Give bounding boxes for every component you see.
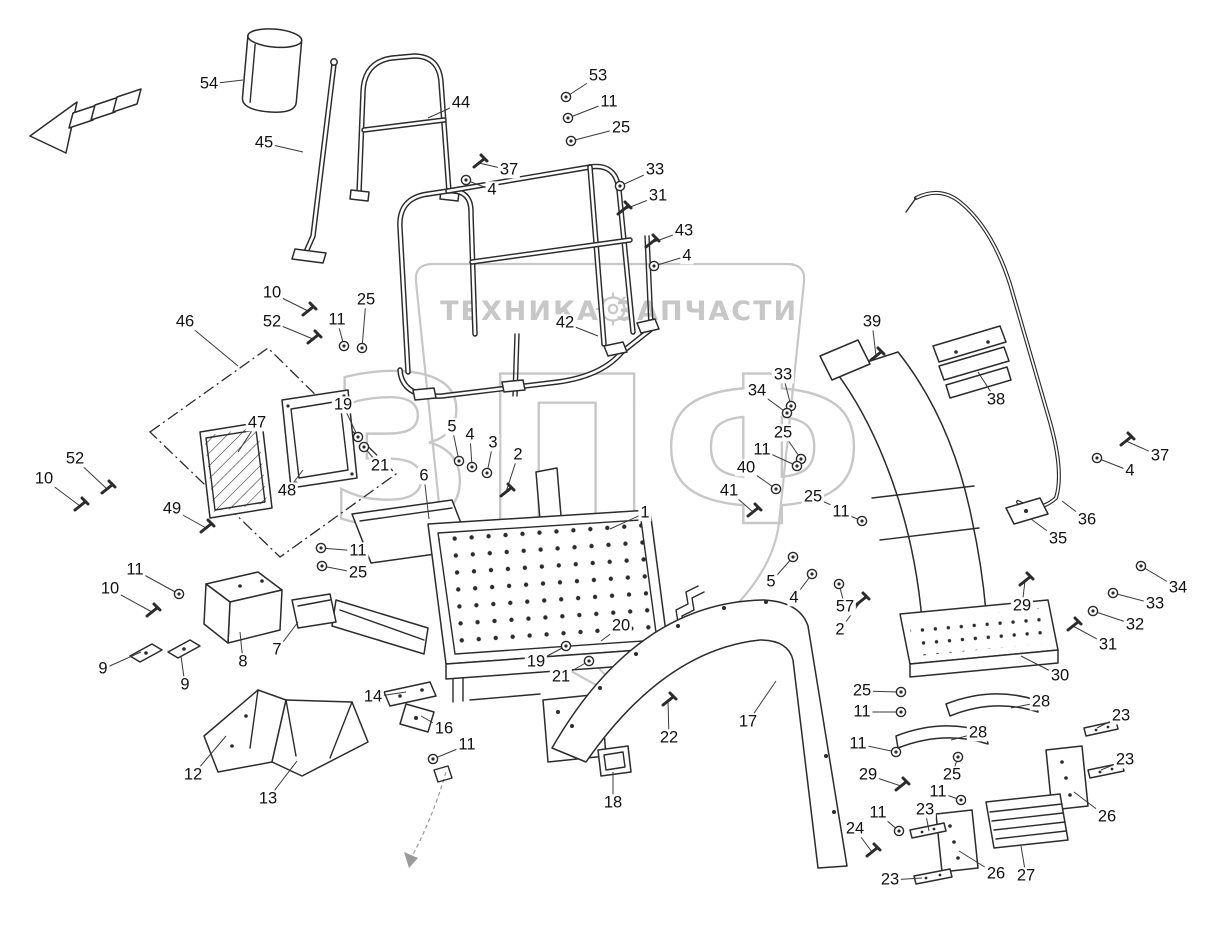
view-direction-arrow bbox=[29, 88, 142, 154]
bolt-glyph-37 bbox=[472, 157, 486, 169]
bolt-glyph-31 bbox=[616, 204, 630, 216]
console-part-30 bbox=[819, 339, 1059, 678]
plate-part-47 bbox=[199, 421, 273, 519]
bolt-glyph-37 bbox=[1119, 435, 1133, 447]
straps-part-28 bbox=[895, 693, 1039, 749]
platform-part-1 bbox=[331, 467, 705, 703]
bolt-glyph-52 bbox=[306, 333, 320, 345]
strap-part-14 bbox=[383, 681, 437, 707]
bolt-glyph-10 bbox=[73, 500, 87, 512]
bolt-glyph-49 bbox=[199, 522, 213, 534]
bolt-glyph-2 bbox=[499, 486, 513, 498]
bolt-glyph-10 bbox=[145, 606, 159, 618]
boundary-part-46 bbox=[148, 347, 398, 558]
bolt-glyph-10 bbox=[301, 305, 315, 317]
plate-part-48 bbox=[281, 389, 358, 489]
panel-part-12 bbox=[203, 689, 287, 773]
bracket-part-35 bbox=[1005, 497, 1049, 525]
bolt-glyph-41 bbox=[746, 506, 760, 518]
bracket-part-16 bbox=[399, 703, 435, 733]
bolt-glyph-43 bbox=[644, 237, 658, 249]
rod-part-36 bbox=[905, 190, 1061, 510]
bolt-glyph-24 bbox=[865, 846, 879, 858]
shim-parts-9 bbox=[129, 639, 201, 663]
bolt-glyph-39 bbox=[869, 350, 883, 362]
fender-part-17 bbox=[542, 599, 848, 869]
bolt-glyph-22 bbox=[661, 695, 675, 707]
bracket-part-7 bbox=[291, 593, 337, 629]
bolt-glyph-29 bbox=[894, 780, 908, 792]
bolt-glyph-29 bbox=[1018, 575, 1032, 587]
clip-part-18 bbox=[597, 745, 632, 777]
cylinder-part-54 bbox=[241, 28, 303, 113]
bars-part-23 bbox=[909, 720, 1125, 885]
step-pad-part-27 bbox=[985, 793, 1069, 849]
reference-dashed-line bbox=[404, 765, 453, 868]
plates-part-26 bbox=[935, 745, 1089, 873]
bracket-part-38 bbox=[932, 325, 1012, 399]
bolt-glyph-31 bbox=[1066, 620, 1080, 632]
bracket-part-8 bbox=[203, 571, 283, 644]
panel-part-13 bbox=[271, 699, 369, 777]
bolt-glyph-52 bbox=[100, 483, 114, 495]
rod-part-45 bbox=[291, 58, 338, 264]
bolt-glyph-2 bbox=[854, 595, 868, 607]
